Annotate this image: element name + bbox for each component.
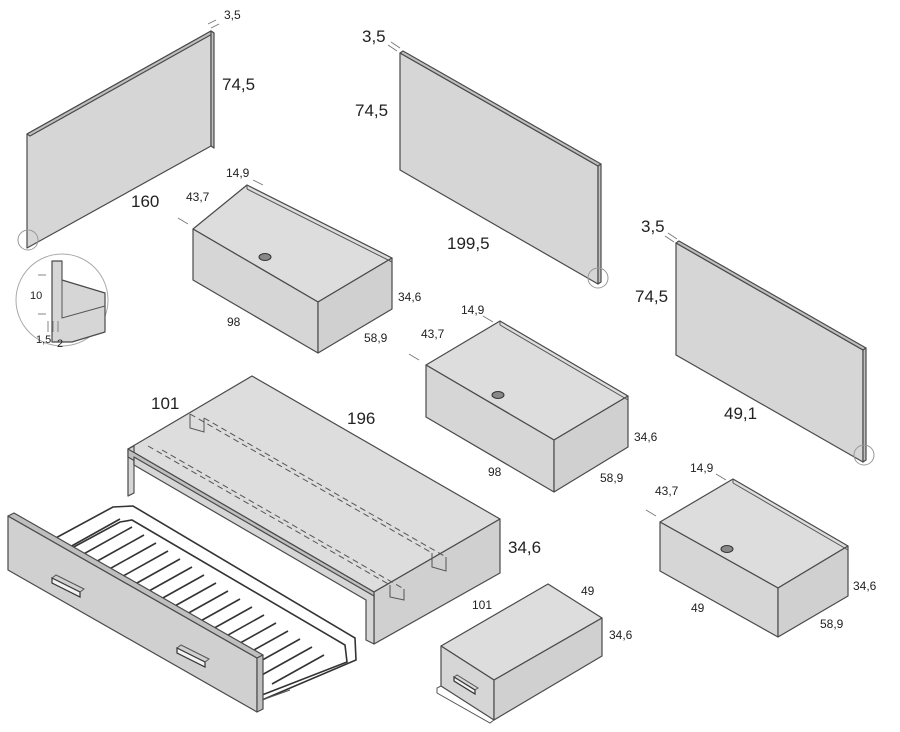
drawer-98-a-side: 58,9 <box>364 331 388 345</box>
small-drawer: 101 49 34,6 <box>436 583 633 724</box>
drawer-grip-hole <box>491 391 505 399</box>
drawer-49-width: 49 <box>691 601 705 615</box>
detail-offset-a: 1,5 <box>36 334 51 346</box>
drawer-98-b-height: 34,6 <box>634 430 658 444</box>
panel-49-length: 49,1 <box>724 404 757 423</box>
drawer-98-b-top: 14,9 <box>461 303 485 317</box>
drawer-98-a-top: 14,9 <box>226 166 250 180</box>
drawer-grip-hole <box>720 545 734 553</box>
panel-160-thickness: 3,5 <box>224 8 241 22</box>
trundle-bed <box>7 505 357 713</box>
panel-49: 3,5 74,5 49,1 <box>635 217 875 466</box>
small-drawer-height: 34,6 <box>609 628 633 642</box>
panel-199-height: 74,5 <box>355 101 388 120</box>
detail-marker <box>17 229 39 251</box>
bed-length: 196 <box>347 409 375 428</box>
panel-160: 3,5 74,5 160 <box>17 8 255 251</box>
drawer-grip-hole <box>258 253 272 261</box>
drawer-98-a-depth: 43,7 <box>186 190 210 204</box>
handle-icon <box>453 674 479 696</box>
drawer-98-b: 14,9 43,7 98 34,6 58,9 <box>408 303 658 493</box>
drawer-49-top: 14,9 <box>690 461 714 475</box>
drawer-49-height: 34,6 <box>853 579 877 593</box>
slats <box>67 518 325 685</box>
drawer-98-b-side: 58,9 <box>600 471 624 485</box>
panel-49-height: 74,5 <box>635 287 668 306</box>
detail-offset-b: 2 <box>57 338 63 350</box>
drawer-98-b-depth: 43,7 <box>421 327 445 341</box>
detail-marker <box>587 267 609 289</box>
detail-height: 10 <box>30 290 42 302</box>
drawer-49-side: 58,9 <box>820 617 844 631</box>
bed-height: 34,6 <box>508 538 541 557</box>
drawer-98-a: 14,9 43,7 98 34,6 58,9 <box>177 166 422 354</box>
panel-199-thickness: 3,5 <box>362 27 386 46</box>
panel-160-length: 160 <box>131 192 159 211</box>
bed-width: 101 <box>151 394 179 413</box>
edge-detail: 10 1,5 2 <box>15 253 109 350</box>
panel-49-thickness: 3,5 <box>641 217 665 236</box>
handle-icon <box>51 574 85 598</box>
panel-160-height: 74,5 <box>222 75 255 94</box>
drawer-98-b-width: 98 <box>488 465 502 479</box>
drawer-98-a-height: 34,6 <box>398 290 422 304</box>
handle-icon <box>176 644 210 668</box>
drawer-49-depth: 43,7 <box>655 484 679 498</box>
panel-199: 3,5 74,5 199,5 <box>355 27 609 289</box>
panel-199-length: 199,5 <box>447 234 490 253</box>
drawer-98-a-width: 98 <box>227 315 241 329</box>
small-drawer-depth: 49 <box>581 584 595 598</box>
small-drawer-width: 101 <box>472 598 492 612</box>
drawer-49: 14,9 43,7 49 34,6 58,9 <box>645 461 877 638</box>
bed-frame: 101 196 34,6 <box>127 375 541 645</box>
detail-marker <box>853 444 875 466</box>
